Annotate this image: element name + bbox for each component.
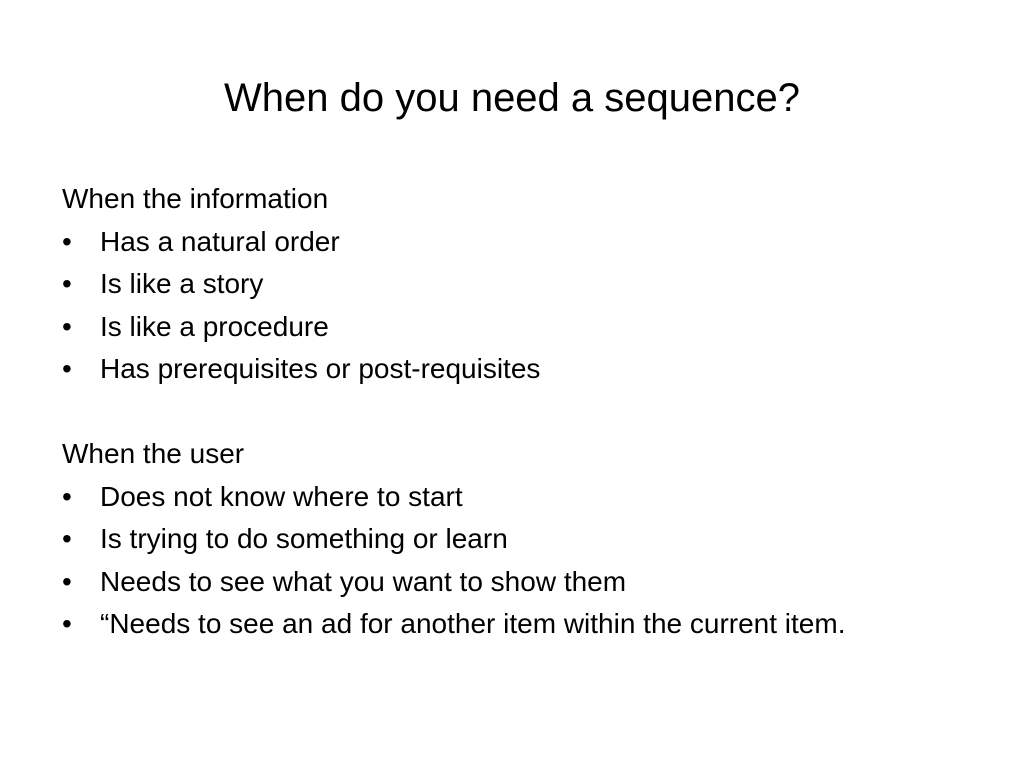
bullet-list: • Does not know where to start • Is tryi…: [62, 476, 962, 642]
list-item-text: Is like a story: [100, 268, 264, 299]
list-item-text: Has a natural order: [100, 225, 340, 257]
section-heading: When the information: [62, 183, 329, 214]
list-item-text: Has prerequisites or post-requisites: [100, 353, 541, 384]
bullet-icon: •: [62, 268, 72, 299]
bullet-icon: •: [62, 523, 72, 554]
list-item-text: “Needs to see an ad for another item wit…: [100, 608, 846, 639]
list-item: • “Needs to see an ad for another item w…: [62, 603, 962, 641]
list-item: • Needs to see what you want to show the…: [62, 561, 962, 604]
bullet-icon: •: [62, 310, 72, 342]
list-item: • Is like a procedure: [62, 306, 962, 349]
bullet-list: • Has a natural order • Is like a story …: [62, 221, 962, 391]
section-spacer: [62, 391, 962, 434]
list-item: • Does not know where to start: [62, 476, 962, 519]
section-information: When the information • Has a natural ord…: [62, 178, 962, 391]
list-item-text: Is like a procedure: [100, 310, 329, 342]
bullet-icon: •: [62, 353, 72, 384]
bullet-icon: •: [62, 225, 72, 257]
bullet-icon: •: [62, 608, 72, 639]
list-item-text: Is trying to do something or learn: [100, 523, 508, 554]
bullet-icon: •: [62, 565, 72, 597]
list-item-text: Does not know where to start: [100, 480, 463, 512]
list-item: • Is trying to do something or learn: [62, 518, 962, 561]
list-item: • Has prerequisites or post-requisites: [62, 348, 962, 391]
slide-body: When the information • Has a natural ord…: [62, 178, 962, 641]
list-item-text: Needs to see what you want to show them: [100, 565, 627, 597]
slide-title: When do you need a sequence?: [224, 76, 800, 120]
list-item: • Has a natural order: [62, 221, 962, 264]
section-user: When the user • Does not know where to s…: [62, 433, 962, 641]
bullet-icon: •: [62, 480, 72, 512]
list-item: • Is like a story: [62, 263, 962, 306]
section-heading: When the user: [62, 438, 245, 469]
